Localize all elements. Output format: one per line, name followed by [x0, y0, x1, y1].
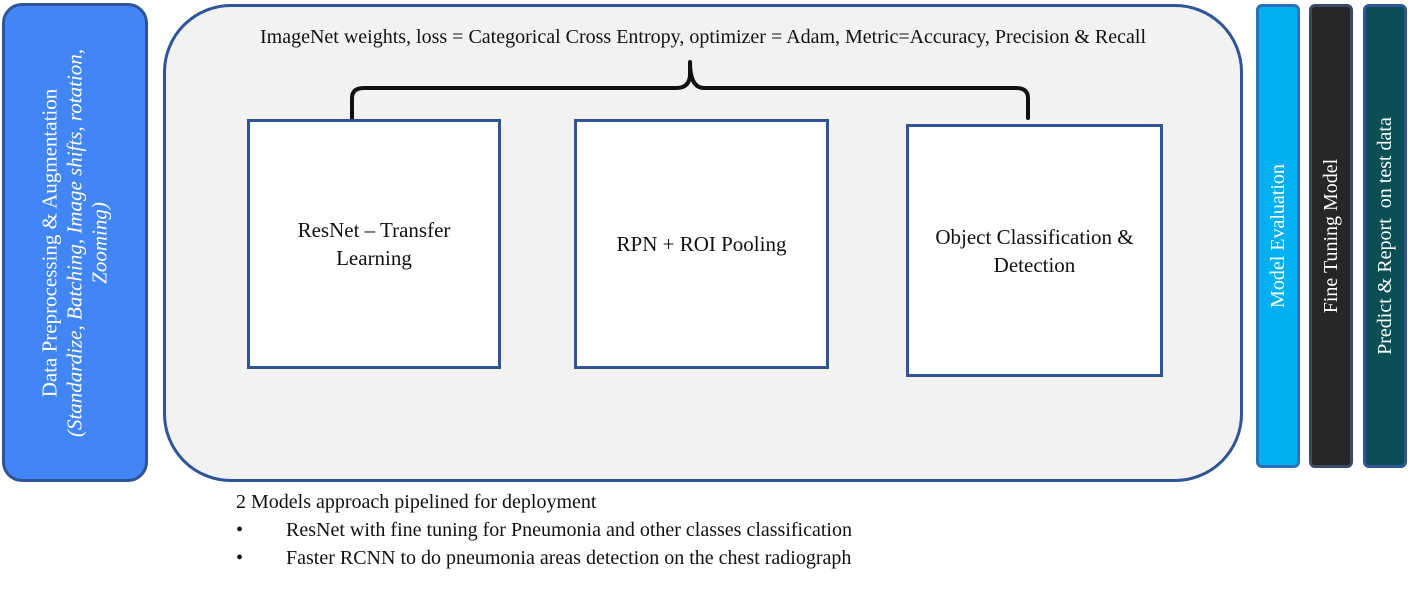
fine-tuning-label: Fine Tuning Model	[1320, 158, 1342, 314]
bullet-icon: •	[236, 519, 244, 541]
list-item: • Faster RCNN to do pneumonia areas dete…	[236, 544, 1136, 572]
notes-item-resnet: ResNet with fine tuning for Pneumonia an…	[286, 519, 852, 541]
deployment-notes: 2 Models approach pipelined for deployme…	[236, 488, 1136, 572]
object-classification-box: Object Classification & Detection	[906, 124, 1163, 377]
notes-item-faster-rcnn: Faster RCNN to do pneumonia areas detect…	[286, 547, 852, 569]
rpn-roi-pooling-box: RPN + ROI Pooling	[574, 119, 829, 369]
training-config-text: ImageNet weights, loss = Categorical Cro…	[259, 26, 1146, 48]
preprocessing-subtitle: (Standardize, Batching, Image shifts, ro…	[62, 48, 112, 437]
preprocessing-label: Data Preprocessing & Augmentation (Stand…	[38, 8, 113, 478]
fine-tuning-bar: Fine Tuning Model	[1309, 4, 1353, 468]
model-evaluation-bar: Model Evaluation	[1256, 4, 1300, 468]
model-evaluation-label: Model Evaluation	[1267, 164, 1289, 308]
resnet-transfer-learning-box: ResNet – Transfer Learning	[247, 119, 501, 369]
list-item: • ResNet with fine tuning for Pneumonia …	[236, 516, 1136, 544]
object-box-label: Object Classification & Detection	[935, 224, 1134, 277]
notes-heading: 2 Models approach pipelined for deployme…	[236, 491, 597, 513]
rpn-box-label: RPN + ROI Pooling	[616, 232, 787, 256]
resnet-box-label: ResNet – Transfer Learning	[297, 218, 451, 270]
curly-brace	[350, 60, 1030, 120]
preprocessing-title: Data Preprocessing & Augmentation	[37, 88, 62, 397]
predict-report-bar: Predict & Report on test data	[1363, 4, 1407, 468]
bullet-icon: •	[236, 547, 244, 569]
predict-report-label: Predict & Report on test data	[1374, 117, 1396, 355]
preprocessing-block: Data Preprocessing & Augmentation (Stand…	[2, 3, 148, 482]
